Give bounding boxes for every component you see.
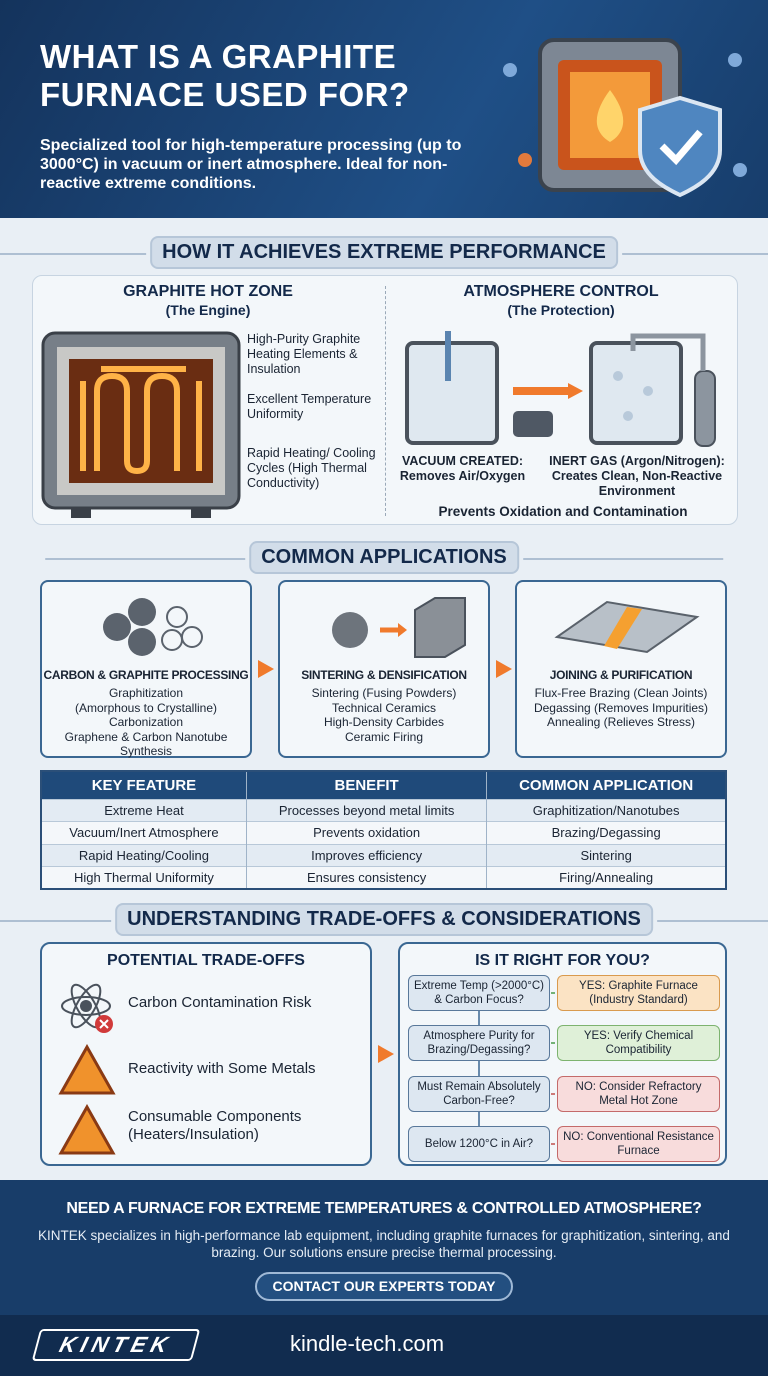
page-title: WHAT IS A GRAPHITE FURNACE USED FOR?: [40, 38, 410, 113]
hot-zone-subtitle: (The Engine): [165, 302, 251, 318]
brazed-joint-icon: [554, 600, 700, 654]
card-item: Annealing (Relieves Stress): [546, 715, 696, 729]
website-link[interactable]: kindle-tech.com: [290, 1331, 445, 1356]
table-cell: Extreme Heat: [40, 798, 247, 822]
table-header: BENEFIT: [245, 771, 487, 799]
table-cell: Prevents oxidation: [245, 821, 487, 844]
contact-experts-button[interactable]: CONTACT OUR EXPERTS TODAY: [255, 1272, 513, 1301]
application-card-carbon: CARBON & GRAPHITE PROCESSING Graphitizat…: [40, 580, 252, 758]
section-heading-performance: HOW IT ACHIEVES EXTREME PERFORMANCE: [0, 236, 768, 269]
card-item: Technical Ceramics: [331, 700, 437, 715]
application-card-joining: JOINING & PURIFICATION Flux-Free Brazing…: [515, 580, 727, 758]
section-heading-applications: COMMON APPLICATIONS: [45, 541, 722, 574]
callout-uniformity: Excellent Temperature Uniformity: [247, 392, 372, 421]
card-title: CARBON & GRAPHITE PROCESSING: [43, 668, 249, 682]
vacuum-title: VACUUM CREATED:: [401, 454, 524, 468]
card-item: Carbonization: [108, 715, 184, 729]
application-card-sintering: SINTERING & DENSIFICATION Sintering (Fus…: [278, 580, 490, 758]
answer-box-yes: YES: Graphite Furnace (Industry Standard…: [557, 975, 720, 1011]
vacuum-inert-gas-icon: [405, 331, 716, 447]
tradeoffs-panel: POTENTIAL TRADE-OFFS Carbon Contaminatio…: [40, 942, 372, 1166]
powder-to-block-icon: [332, 597, 466, 658]
atmosphere-title: ATMOSPHERE CONTROL: [463, 283, 659, 300]
answer-box-yes: YES: Verify Chemical Compatibility: [557, 1025, 720, 1061]
answer-box-no: NO: Consider Refractory Metal Hot Zone: [557, 1076, 720, 1112]
answer-box-no: NO: Conventional Resistance Furnace: [557, 1126, 720, 1162]
divider: [385, 286, 386, 516]
card-title: JOINING & PURIFICATION: [549, 668, 693, 682]
flow-connectors: [478, 992, 555, 1145]
tradeoff-item: Consumable Components (Heaters/Insulatio…: [128, 1108, 302, 1143]
brand-bar: KINTEK kindle-tech.com: [0, 1315, 768, 1376]
performance-panel: GRAPHITE HOT ZONE (The Engine) ATMOSPHERE…: [32, 275, 738, 525]
card-item: Graphitization: [108, 686, 184, 700]
table-cell: High Thermal Uniformity: [40, 866, 247, 889]
header-banner: WHAT IS A GRAPHITE FURNACE USED FOR? Spe…: [0, 0, 768, 218]
table-cell: Brazing/Degassing: [486, 821, 726, 844]
inert-title: INERT GAS (Argon/Nitrogen):: [549, 454, 725, 468]
table-cell: Sintering: [486, 843, 726, 867]
table-header: COMMON APPLICATION: [486, 771, 726, 799]
card-item: Synthesis: [119, 744, 173, 758]
callout-elements: High-Purity Graphite Heating Elements & …: [247, 332, 361, 376]
card-item: Graphene & Carbon Nanotube: [64, 729, 228, 744]
warning-reactivity-icon: [58, 1044, 116, 1095]
atom-contamination-icon: [61, 983, 113, 1033]
table-cell: Vacuum/Inert Atmosphere: [40, 821, 247, 844]
molecule-icon: [103, 598, 203, 656]
table-header: KEY FEATURE: [40, 771, 247, 799]
question-box: Below 1200°C in Air?: [408, 1126, 550, 1162]
arrow-icon: [496, 660, 512, 678]
hot-zone-furnace-icon: [41, 331, 241, 518]
question-box: Must Remain Absolutely Carbon-Free?: [408, 1076, 550, 1112]
table-cell: Firing/Annealing: [486, 866, 726, 889]
table-cell: Graphitization/Nanotubes: [486, 798, 726, 822]
hot-zone-title: GRAPHITE HOT ZONE: [123, 283, 293, 300]
inert-text: Creates Clean, Non-Reactive Environment: [551, 469, 723, 498]
atmosphere-summary: Prevents Oxidation and Contamination: [438, 504, 688, 519]
decision-title: IS IT RIGHT FOR YOU?: [475, 952, 650, 969]
footer-cta: NEED A FURNACE FOR EXTREME TEMPERATURES …: [0, 1180, 768, 1315]
card-item: Sintering (Fusing Powders): [311, 686, 457, 700]
tradeoffs-title: POTENTIAL TRADE-OFFS: [107, 952, 305, 969]
question-box: Extreme Temp (>2000°C) & Carbon Focus?: [408, 975, 550, 1011]
card-item: Ceramic Firing: [344, 729, 423, 744]
atmosphere-subtitle: (The Protection): [507, 302, 615, 318]
card-title: SINTERING & DENSIFICATION: [301, 668, 467, 682]
table-cell: Processes beyond metal limits: [245, 798, 487, 822]
table-cell: Ensures consistency: [245, 866, 487, 889]
furnace-shield-icon: [503, 38, 747, 198]
card-item: (Amorphous to Crystalline): [74, 700, 218, 715]
table-cell: Improves efficiency: [245, 843, 487, 867]
callout-rapid-cycles: Rapid Heating/ Cooling Cycles (High Ther…: [247, 446, 376, 490]
page-subtitle: Specialized tool for high-temperature pr…: [40, 137, 462, 192]
footer-text: KINTEK specializes in high-performance l…: [38, 1228, 730, 1260]
footer-heading: NEED A FURNACE FOR EXTREME TEMPERATURES …: [66, 1200, 702, 1217]
card-item: Flux-Free Brazing (Clean Joints): [534, 686, 708, 700]
section-heading-tradeoffs: UNDERSTANDING TRADE-OFFS & CONSIDERATION…: [0, 903, 768, 936]
tradeoff-item: Reactivity with Some Metals: [128, 1060, 316, 1077]
arrow-icon: [378, 1045, 394, 1063]
question-box: Atmosphere Purity for Brazing/Degassing?: [408, 1025, 550, 1061]
kintek-logo: KINTEK: [31, 1329, 201, 1361]
tradeoff-item: Carbon Contamination Risk: [128, 994, 312, 1011]
vacuum-text: Removes Air/Oxygen: [399, 469, 526, 483]
table-cell: Rapid Heating/Cooling: [40, 843, 247, 867]
card-item: High-Density Carbides: [323, 715, 445, 729]
arrow-icon: [258, 660, 274, 678]
warning-consumable-icon: [58, 1104, 116, 1155]
card-item: Degassing (Removes Impurities): [533, 700, 709, 715]
